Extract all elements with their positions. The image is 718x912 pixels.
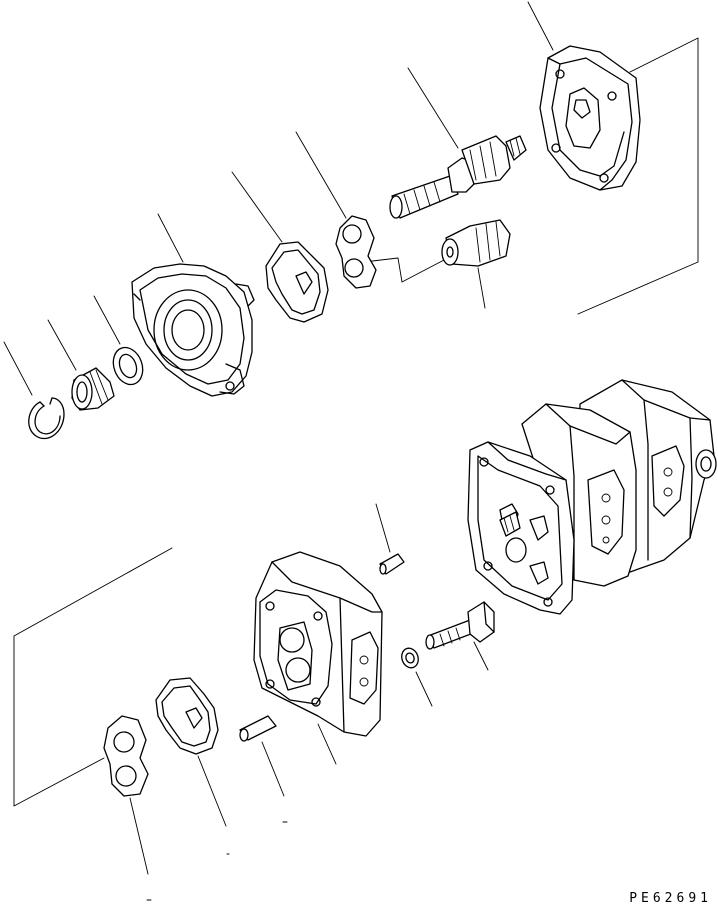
- driven-gear: [441, 219, 511, 267]
- dowel-pin-lower: [239, 715, 285, 797]
- thrust-plate-lower: [103, 715, 149, 875]
- drive-shaft: [389, 135, 527, 219]
- washer-lower: [401, 647, 433, 707]
- assembled-pump: [467, 379, 717, 615]
- washer-top: [112, 346, 144, 386]
- gear-housing: [253, 551, 383, 765]
- thrust-plate-top: [335, 215, 377, 289]
- drawing-code: PE62691: [629, 891, 712, 906]
- snap-ring: [28, 397, 65, 440]
- hex-bolt: [425, 601, 495, 671]
- tick-marks: [146, 821, 288, 901]
- mounting-flange: [539, 45, 641, 191]
- seal-gasket-top: [265, 241, 329, 323]
- assembly-bracket-lower: [13, 547, 173, 807]
- front-cover: [131, 263, 255, 397]
- needle-bearing: [71, 367, 115, 411]
- leader-lines-top: [3, 1, 554, 396]
- assembly-bracket-top: [363, 37, 699, 315]
- seal-gasket-lower: [155, 677, 227, 827]
- dowel-pin-upper: [375, 503, 405, 575]
